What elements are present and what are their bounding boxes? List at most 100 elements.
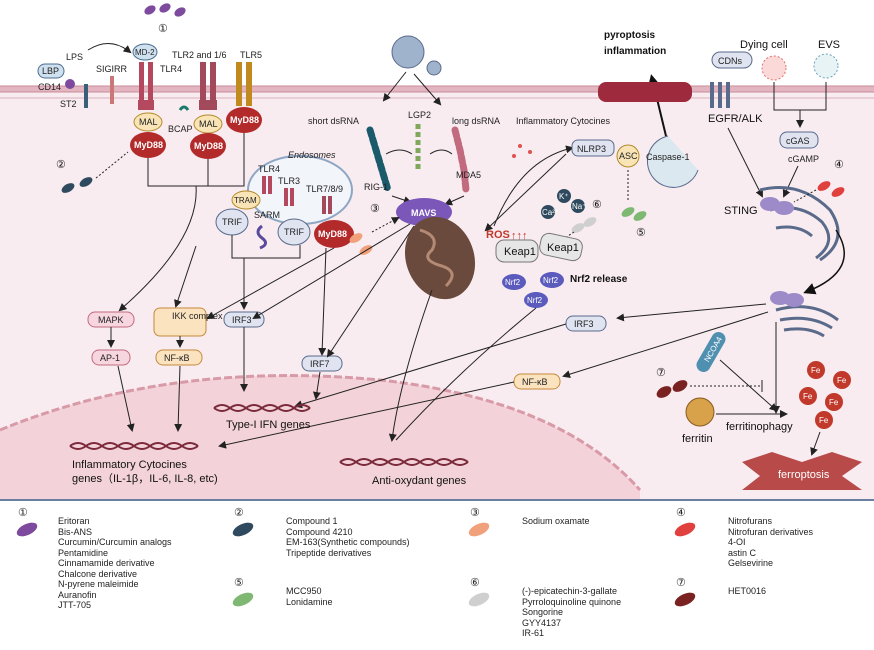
bcap-label: BCAP (168, 124, 193, 134)
cytokine-genes-label-1: Inflammatory Cytocines (72, 459, 187, 471)
sigirr-label: SIGIRR (96, 64, 128, 74)
tram-label: TRAM (234, 196, 257, 205)
nrf2-release-label: Nrf2 release (570, 274, 628, 285)
caspase1-shape (647, 135, 699, 188)
ap1-label: AP-1 (100, 353, 120, 363)
na-ion-label: Na⁺ (572, 202, 586, 211)
legend-item: HET0016 (728, 586, 767, 596)
fe-ions: Fe Fe Fe Fe Fe (799, 361, 851, 429)
dna-ifn-icon (213, 404, 311, 412)
marker-3: ③ (370, 203, 380, 215)
legend-inhibitor-icon (230, 519, 256, 540)
lps-label: LPS (66, 52, 83, 62)
ca-ion-label: Ca²⁺ (542, 208, 559, 217)
legend-item: Eritoran (58, 516, 90, 526)
svg-text:Fe: Fe (829, 398, 839, 407)
legend-inhibitor-icon (466, 589, 492, 610)
keap1-right-label: Keap1 (547, 242, 579, 254)
nrf2-c-label: Nrf2 (543, 276, 559, 285)
legend-item: Pentamidine (58, 547, 109, 558)
legend-number: ① (18, 507, 28, 519)
cd14-label: CD14 (38, 82, 61, 92)
inflam-cyto-label-1: Inflammatory Cytocines (516, 116, 611, 126)
marker-6: ⑥ (592, 199, 602, 211)
inhibitor-1-icon (144, 3, 186, 17)
marker-2: ② (56, 159, 66, 171)
ferritin-icon (685, 397, 715, 427)
lps-molecule-icon (65, 79, 75, 89)
tlr5-label: TLR5 (240, 50, 262, 60)
legend-item: Chalcone derivative (58, 568, 138, 579)
marker-7: ⑦ (656, 367, 666, 379)
legend-inhibitor-icon (466, 519, 492, 540)
legend-item: Tripeptide derivatives (286, 547, 372, 558)
tlr2-label: TLR2 and 1/6 (172, 50, 227, 60)
inhibitor-2-icon (61, 177, 93, 193)
legend-inhibitor-icon (14, 519, 40, 540)
cdns-label: CDNs (718, 56, 742, 66)
sting-golgi-icon (770, 291, 804, 307)
cell-membrane (0, 86, 874, 92)
legend-number: ③ (470, 507, 480, 519)
marker-5: ⑤ (636, 227, 646, 239)
marker-4: ④ (834, 159, 844, 171)
pyroptosis-label: pyroptosis (604, 30, 656, 41)
legend-item: Cinnamamide derivative (58, 558, 155, 568)
legend-item: Nitrofurans (728, 516, 773, 526)
ferritinophagy-label: ferritinophagy (726, 421, 793, 433)
legend-item: Gelsevirine (728, 558, 774, 568)
keap1-left-label: Keap1 (504, 246, 536, 258)
dna-antioxidant-icon (339, 458, 469, 466)
golgi-icon (775, 305, 839, 338)
legend-item: Auranofin (58, 589, 97, 600)
irf7-label: IRF7 (310, 359, 330, 369)
legend-item: N-pyrene maleimide (58, 579, 139, 589)
nucleus (0, 375, 640, 500)
diagram-canvas: ① LBP CD14 LPS MD-2 TLR4 SIGIRR ST2 MAL … (0, 3, 874, 501)
cgamp-label: cGAMP (788, 154, 819, 164)
legend-item: (-)-epicatechin-3-gallate (522, 586, 618, 596)
pore-icon (598, 82, 692, 102)
legend-inhibitor-icon (230, 589, 256, 610)
endo-tlr4-label: TLR4 (258, 164, 280, 174)
mal-left-label: MAL (139, 117, 158, 127)
svg-text:↑↑↑: ↑↑↑ (511, 230, 528, 242)
trif-left-label: TRIF (222, 217, 242, 227)
rig1-label: RIG-1 (364, 182, 388, 192)
nfkb-left-label: NF-κB (164, 353, 190, 363)
legend-item: Songorine (522, 607, 564, 617)
svg-text:Fe: Fe (811, 366, 821, 375)
legend-item: 4-OI (728, 537, 746, 547)
legend-item: Compound 4210 (286, 526, 353, 537)
irf3-right-label: IRF3 (574, 319, 594, 329)
ferroptosis-banner (742, 452, 862, 490)
mavs-label: MAVS (411, 208, 436, 218)
cytokine-genes-label-2: genes（IL-1β，IL-6, IL-8, etc) (72, 472, 218, 485)
tlr789-label: TLR7/8/9 (306, 184, 343, 194)
myd88-right-label: MyD88 (230, 115, 259, 125)
inhibitor-7-icon (656, 380, 688, 398)
legend-item: astin C (728, 547, 757, 558)
mal-right-label: MAL (199, 119, 218, 129)
svg-text:Fe: Fe (837, 376, 847, 385)
legend-number: ⑦ (676, 577, 686, 589)
legend-item: Pyrroloquinoline quinone (522, 596, 622, 607)
myd88-mid-label: MyD88 (194, 141, 223, 151)
virus-icon (391, 35, 425, 69)
asc-label: ASC (619, 151, 638, 161)
dna-cytokine-icon (69, 442, 199, 450)
antioxidant-label: Anti-oxydant genes (372, 475, 467, 487)
evs-label: EVS (818, 39, 840, 51)
sarm-label: SARM (254, 210, 280, 220)
ncoa4-shape (696, 332, 726, 372)
caspase1-label: Caspase-1 (646, 152, 690, 162)
sting-protein-icon (760, 197, 794, 215)
legend-list: HET0016 (728, 586, 766, 597)
mitochondrion (404, 216, 476, 300)
cgas-label: cGAS (786, 136, 810, 146)
lgp2-label: LGP2 (408, 110, 431, 120)
